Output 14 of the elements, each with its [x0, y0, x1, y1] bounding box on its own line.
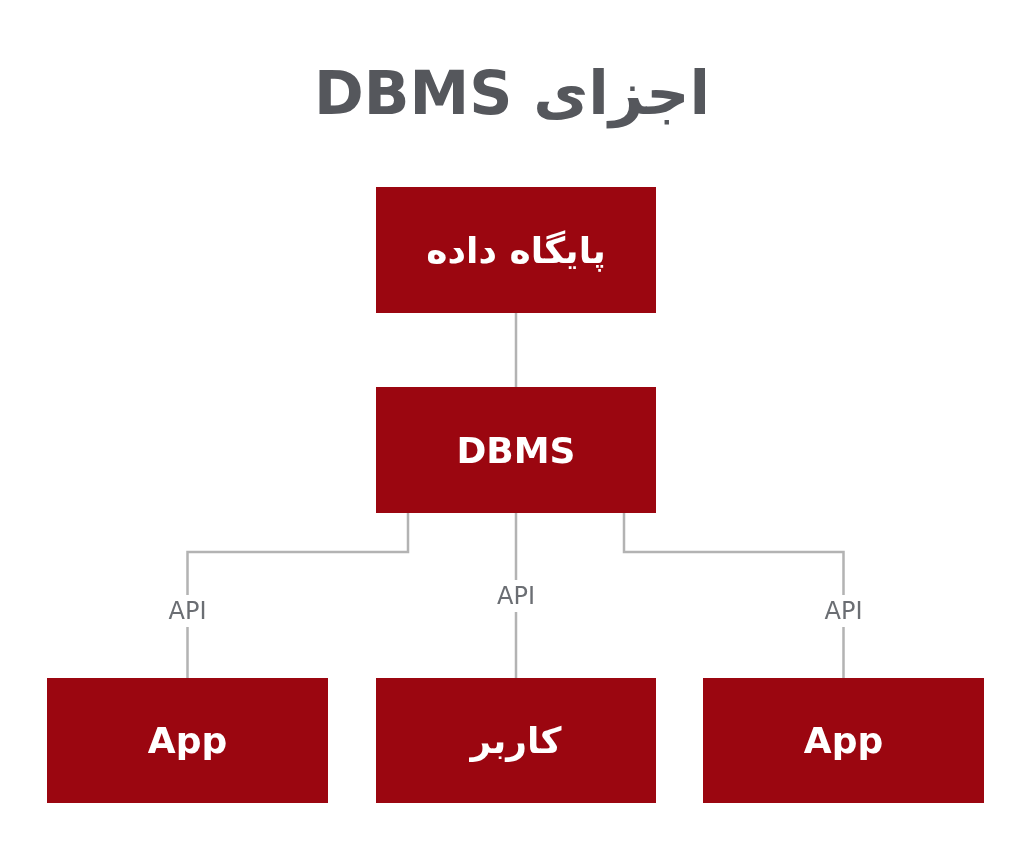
process-box [47, 678, 328, 803]
process-box [376, 187, 656, 313]
box-label: App [803, 720, 884, 761]
process-box [376, 678, 656, 803]
box-label: App [147, 720, 228, 761]
connector-line [186, 513, 410, 678]
connector-line [514, 313, 518, 387]
box-label: کاربر [470, 720, 562, 761]
box-label: پایگاه داده [426, 229, 606, 271]
connector-line [622, 513, 845, 678]
diagram-title: اجزای DBMS [312, 58, 711, 128]
process-box [376, 387, 656, 513]
process-box [703, 678, 984, 803]
box-label: DBMS [456, 429, 576, 471]
